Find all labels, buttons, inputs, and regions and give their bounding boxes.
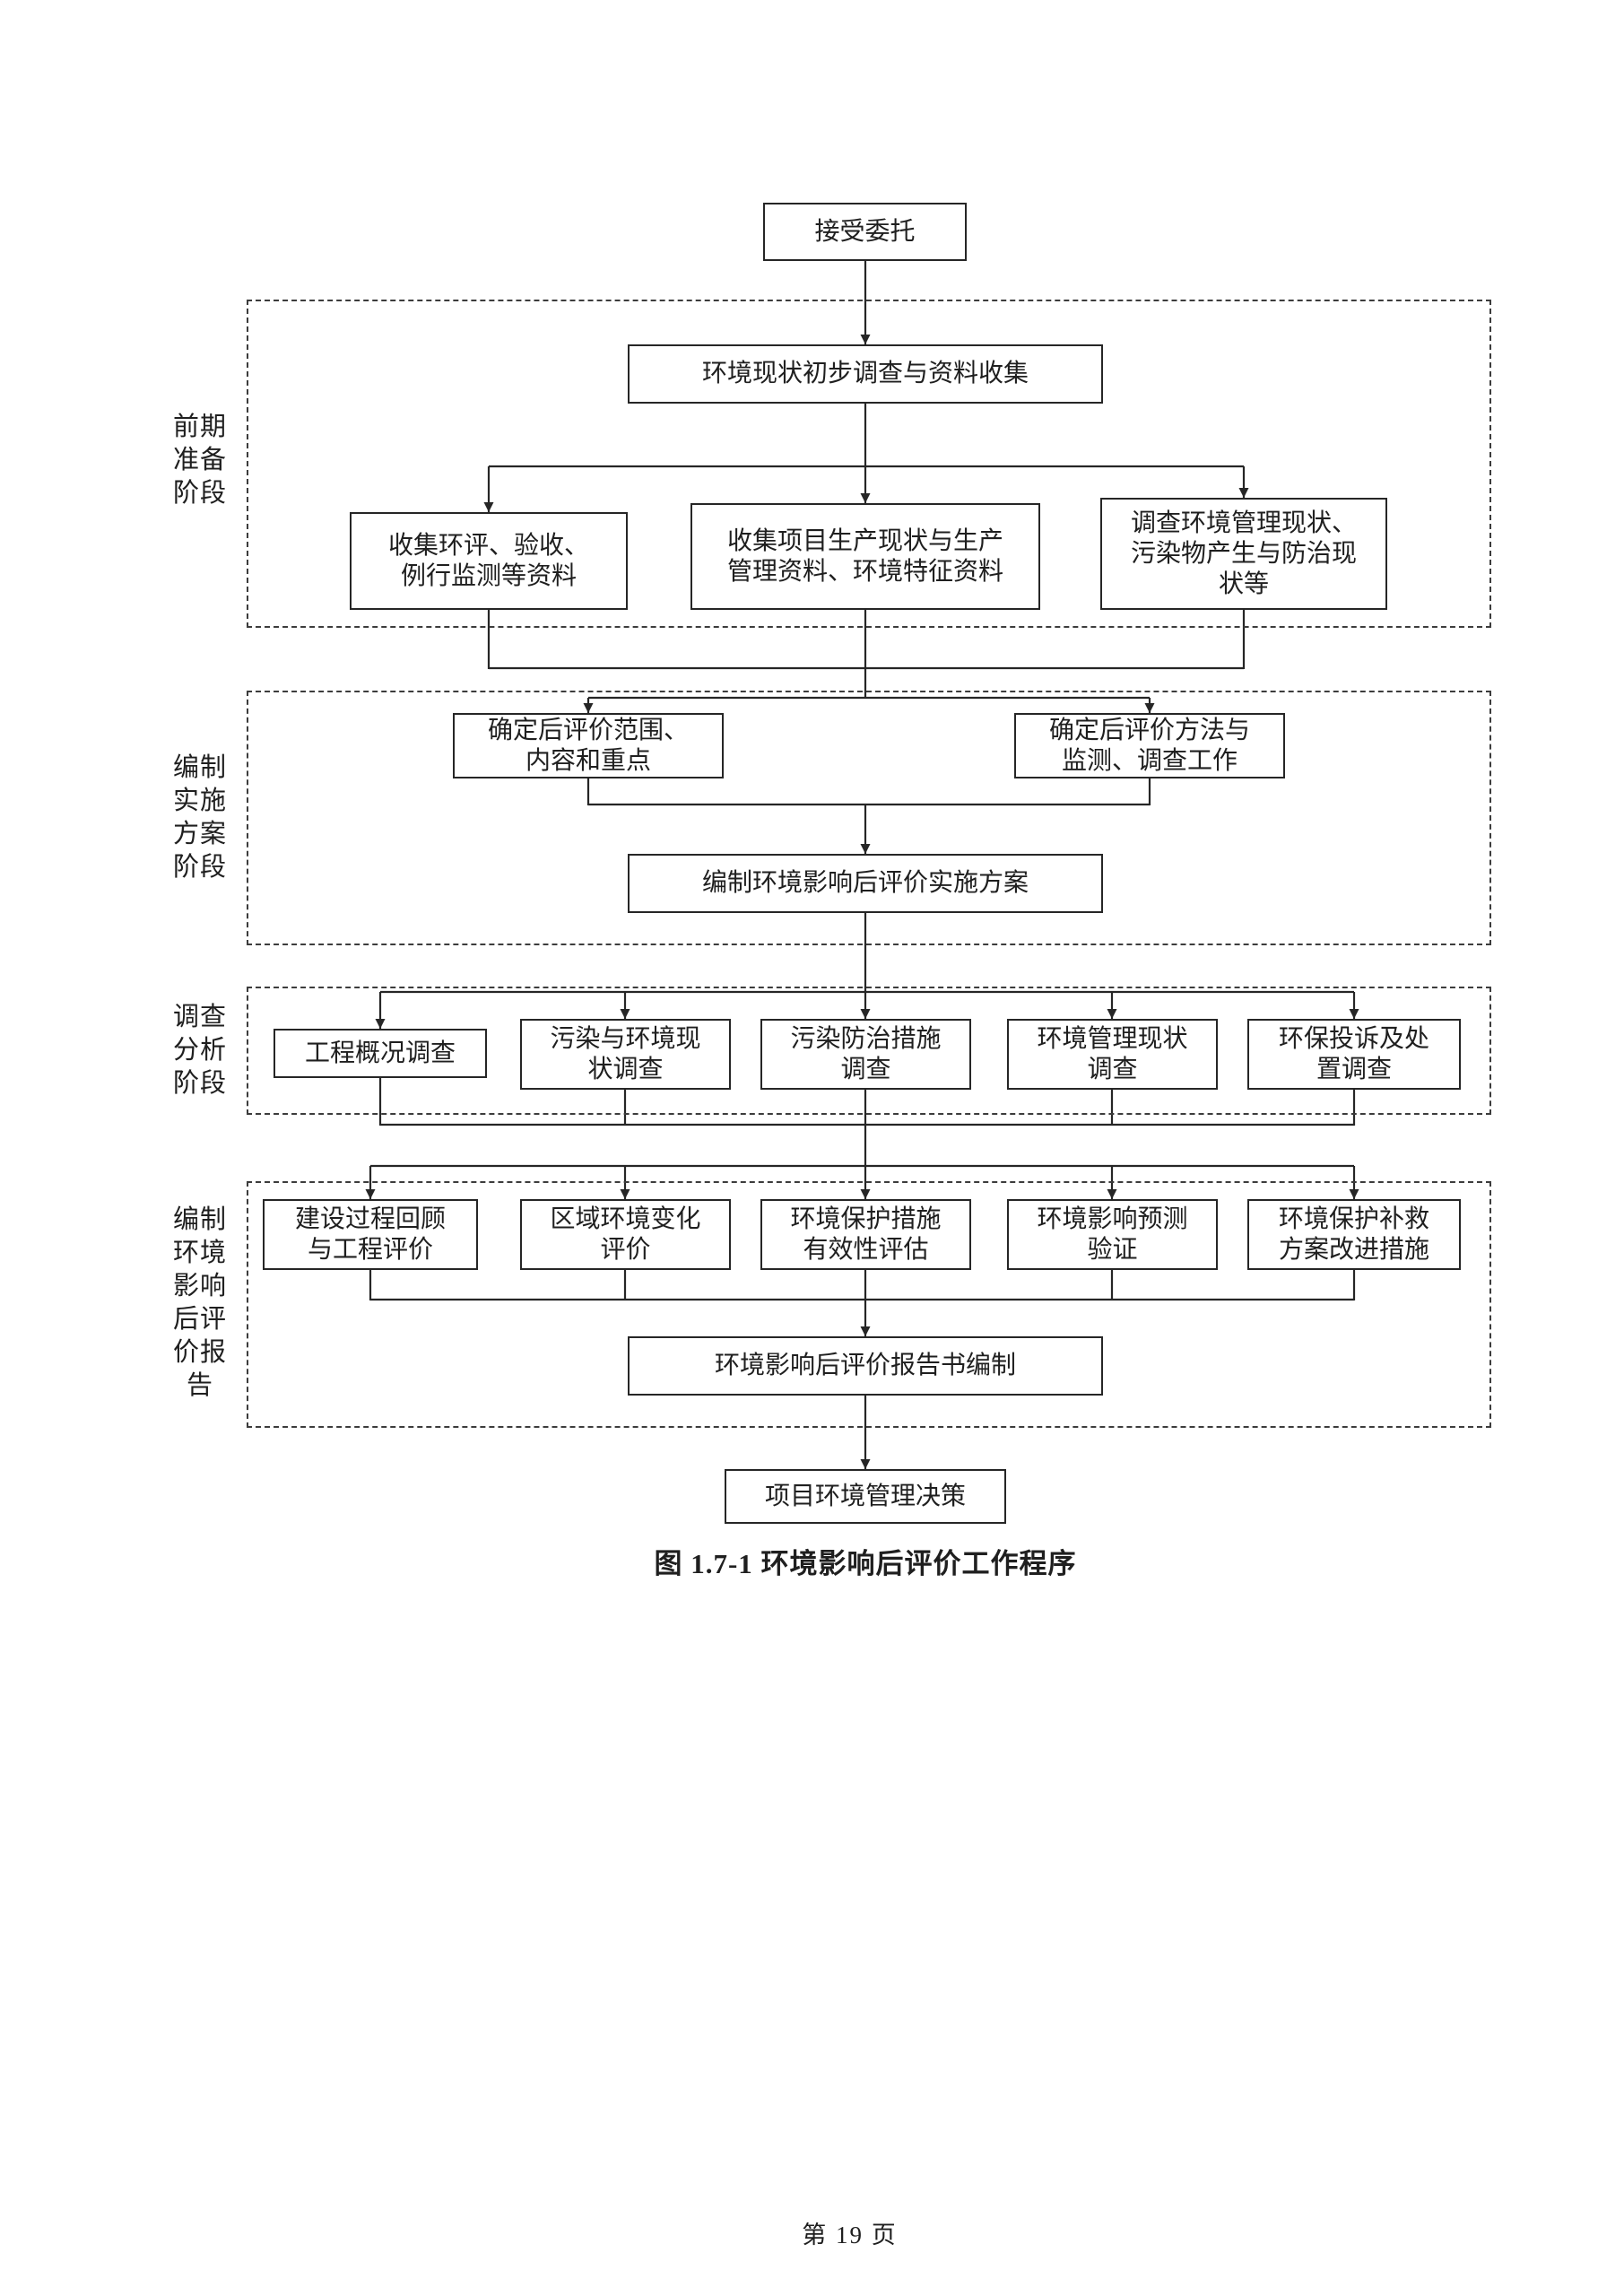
flow-box-construction-review-evaluation: 建设过程回顾与工程评价 (263, 1199, 478, 1270)
flow-box-impact-prediction-verification: 环境影响预测验证 (1007, 1199, 1218, 1270)
stage-label-report-compilation: 编制环境影响后评价报告 (172, 1205, 227, 1400)
flow-box-define-methods: 确定后评价方法与监测、调查工作 (1014, 713, 1285, 778)
stage-region-investigation-analysis (247, 987, 1491, 1115)
flow-box-project-overview-survey: 工程概况调查 (274, 1029, 487, 1078)
figure-caption: 图 1.7-1 环境影响后评价工作程序 (654, 1548, 1077, 1579)
flow-box-management-decision: 项目环境管理决策 (725, 1469, 1006, 1524)
flow-box-accept-commission: 接受委托 (763, 203, 967, 261)
stage-label-investigation-analysis: 调查分析阶段 (172, 1003, 227, 1098)
flow-box-compile-report: 环境影响后评价报告书编制 (628, 1336, 1103, 1396)
flow-box-pollution-control-survey: 污染防治措施调查 (760, 1019, 971, 1090)
stage-region-implementation-plan (247, 691, 1491, 945)
flow-box-survey-env-management: 调查环境管理现状、污染物产生与防治现状等 (1100, 498, 1387, 610)
flow-box-complaint-handling-survey: 环保投诉及处置调查 (1247, 1019, 1461, 1090)
stage-label-implementation-plan: 编制实施方案阶段 (172, 753, 227, 882)
stage-region-report-compilation (247, 1181, 1491, 1428)
flow-box-compile-implementation-plan: 编制环境影响后评价实施方案 (628, 854, 1103, 913)
flow-box-collect-eia-materials: 收集环评、验收、例行监测等资料 (350, 512, 628, 610)
flow-box-pollution-status-survey: 污染与环境现状调查 (520, 1019, 731, 1090)
page-number: 第 19 页 (802, 2222, 898, 2248)
flow-box-remedial-improvement-measures: 环境保护补救方案改进措施 (1247, 1199, 1461, 1270)
flow-box-env-management-survey: 环境管理现状调查 (1007, 1019, 1218, 1090)
flow-box-initial-survey: 环境现状初步调查与资料收集 (628, 344, 1103, 404)
flow-box-collect-production-materials: 收集项目生产现状与生产管理资料、环境特征资料 (690, 503, 1040, 610)
stage-label-preparation: 前期准备阶段 (172, 413, 227, 508)
flow-box-define-scope: 确定后评价范围、内容和重点 (453, 713, 724, 778)
flow-box-regional-env-change-evaluation: 区域环境变化评价 (520, 1199, 731, 1270)
flow-box-protection-measures-effectiveness: 环境保护措施有效性评估 (760, 1199, 971, 1270)
stage-region-preparation (247, 300, 1491, 628)
